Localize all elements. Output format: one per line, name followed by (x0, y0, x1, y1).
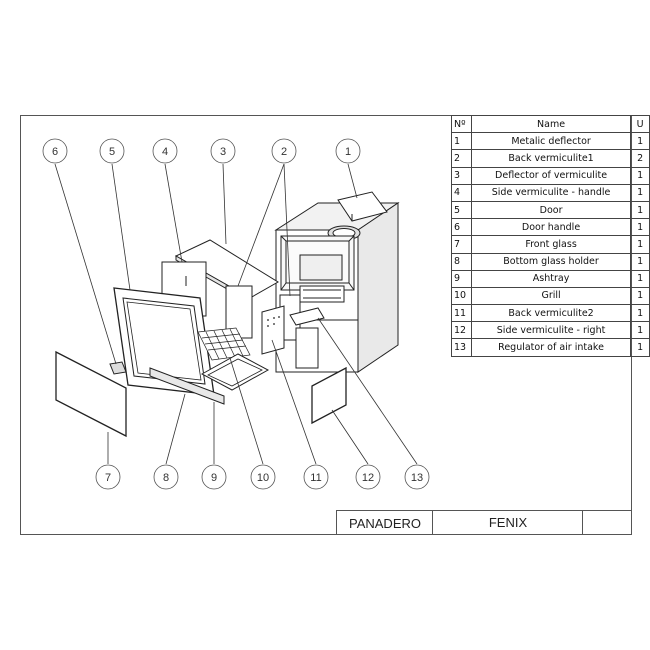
bom-cell-u: 2 (630, 149, 650, 168)
bom-cell-u: 1 (630, 304, 650, 323)
bom-cell-name: Door (470, 200, 632, 220)
bom-cell-u: 1 (630, 218, 650, 237)
title-brand: PANADERO (349, 516, 421, 531)
bom-cell-no: 8 (451, 252, 472, 271)
callout-9: 9 (211, 472, 217, 484)
part-side-vermiculite-right (311, 366, 347, 425)
part-door-handle (109, 361, 127, 375)
callout-2: 2 (281, 146, 287, 158)
part-back-vermiculite2 (261, 305, 285, 355)
bom-cell-no: 12 (451, 321, 472, 340)
bom-cell-u: 1 (630, 235, 650, 254)
bom-header-row: Nº Name U (451, 114, 650, 134)
bom-cell-no: 4 (451, 183, 472, 202)
bom-cell-u: 1 (630, 252, 650, 271)
bom-cell-name: Ashtray (470, 269, 632, 288)
bom-cell-name: Door handle (470, 218, 632, 237)
callout-1: 1 (345, 146, 351, 158)
part-metalic-deflector (337, 191, 388, 222)
bom-cell-name: Back vermiculite2 (470, 304, 632, 323)
bom-cell-name: Metalic deflector (470, 132, 632, 151)
bom-header-u: U (630, 114, 650, 134)
title-model: FENIX (489, 515, 528, 530)
bom-cell-no: 7 (451, 235, 472, 254)
bom-cell-u: 1 (630, 321, 650, 340)
bom-cell-name: Back vermiculite1 (470, 149, 632, 168)
callout-13: 13 (411, 472, 423, 484)
callout-10: 10 (257, 472, 269, 484)
bom-cell-name: Deflector of vermiculite (470, 166, 632, 185)
callout-7: 7 (105, 472, 111, 484)
bom-cell-u: 1 (630, 183, 650, 202)
bom-cell-name: Front glass (470, 235, 632, 254)
bom-cell-no: 13 (451, 338, 472, 357)
bom-cell-name: Regulator of air intake (470, 338, 632, 357)
bom-cell-u: 1 (630, 132, 650, 151)
bom-cell-name: Side vermiculite - right (470, 321, 632, 340)
bom-cell-no: 3 (451, 166, 472, 185)
callout-3: 3 (220, 146, 226, 158)
bom-cell-no: 11 (451, 304, 472, 323)
bom-cell-u: 1 (630, 166, 650, 185)
callout-12: 12 (362, 472, 374, 484)
part-back-vermiculite1 (225, 285, 253, 339)
callout-4: 4 (162, 146, 168, 158)
part-ashtray (200, 353, 270, 391)
callout-8: 8 (163, 472, 169, 484)
bom-cell-u: 1 (630, 286, 650, 306)
part-regulator-air-intake (289, 307, 325, 326)
bom-cell-no: 1 (451, 132, 472, 151)
leader-lines (54, 163, 418, 465)
bom-cell-no: 2 (451, 149, 472, 168)
part-front-glass (55, 350, 127, 438)
callout-5: 5 (109, 146, 115, 158)
bom-cell-name: Grill (470, 286, 632, 306)
bom-cell-no: 10 (451, 286, 472, 306)
bom-header-name: Name (470, 114, 632, 134)
bom-cell-no: 5 (451, 200, 472, 220)
bom-cell-name: Bottom glass holder (470, 252, 632, 271)
callout-6: 6 (52, 146, 58, 158)
callout-balloons (42, 138, 430, 490)
bom-cell-u: 1 (630, 269, 650, 288)
part-grill (197, 327, 251, 361)
bom-cell-no: 9 (451, 269, 472, 288)
callout-11: 11 (310, 472, 321, 484)
bom-cell-name: Side vermiculite - handle (470, 183, 632, 202)
bom-cell-u: 1 (630, 200, 650, 220)
part-bottom-glass-holder (149, 367, 225, 405)
title-block (336, 510, 631, 534)
bom-cell-no: 6 (451, 218, 472, 237)
bom-cell-u: 1 (630, 338, 650, 357)
bom-header-no: Nº (451, 114, 472, 134)
